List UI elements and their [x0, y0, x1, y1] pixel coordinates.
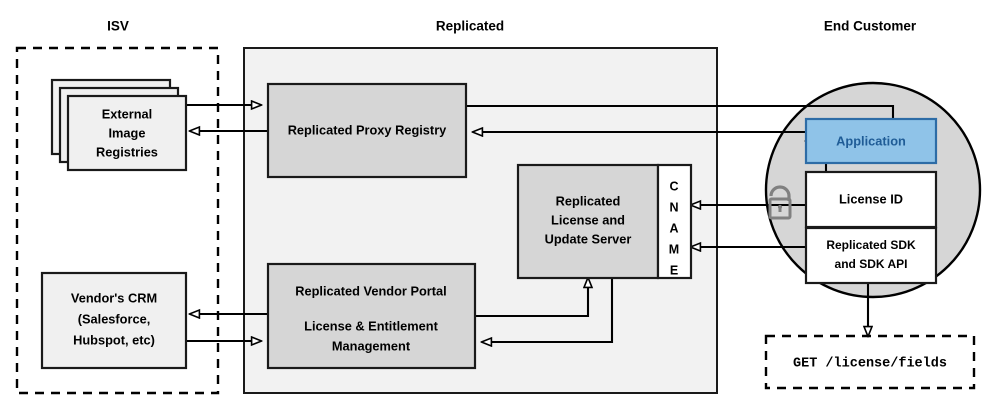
isv-zone-boundary	[15, 46, 220, 395]
svg-text:License & Entitlement: License & Entitlement	[304, 318, 438, 333]
svg-text:License and: License and	[551, 212, 625, 227]
cname-label: C N A M E	[656, 163, 693, 280]
replicated-sdk-and-sdk-api[interactable]: Replicated SDK and SDK API	[804, 226, 938, 285]
svg-text:Replicated Proxy Registry: Replicated Proxy Registry	[288, 122, 447, 137]
svg-text:Vendor's CRM: Vendor's CRM	[71, 290, 157, 305]
svg-text:Application: Application	[836, 133, 906, 148]
svg-text:External: External	[102, 106, 153, 121]
svg-text:Management: Management	[332, 338, 411, 353]
svg-text:C: C	[669, 179, 678, 193]
zone-title-replicated: Replicated	[436, 19, 504, 34]
svg-text:Replicated: Replicated	[556, 193, 621, 208]
license-fields-api-call: GET /license/fields	[764, 334, 976, 390]
svg-text:M: M	[669, 242, 679, 256]
svg-text:End Customer: End Customer	[824, 19, 917, 34]
replicated-proxy-registry[interactable]: Replicated Proxy Registry	[266, 82, 468, 179]
svg-text:Image: Image	[109, 125, 146, 140]
connector-portal-to-license-server	[475, 278, 588, 318]
svg-text:(Salesforce,: (Salesforce,	[78, 311, 151, 326]
svg-text:N: N	[669, 200, 678, 214]
unlock-icon	[768, 185, 792, 220]
svg-text:GET /license/fields: GET /license/fields	[793, 357, 947, 372]
license-id[interactable]: License ID	[804, 170, 938, 229]
svg-text:ISV: ISV	[107, 19, 129, 34]
svg-text:License ID: License ID	[839, 191, 903, 206]
svg-text:Replicated: Replicated	[436, 19, 504, 34]
external-image-registries[interactable]: External Image Registries	[66, 94, 188, 172]
svg-text:Registries: Registries	[96, 144, 158, 159]
zone-title-isv: ISV	[107, 19, 129, 34]
svg-text:Replicated Vendor Portal: Replicated Vendor Portal	[295, 283, 446, 298]
replicated-license-and-update-server[interactable]: Replicated License and Update Server	[516, 163, 660, 280]
vendor-crm[interactable]: Vendor's CRM (Salesforce, Hubspot, etc)	[40, 271, 188, 370]
svg-text:E: E	[670, 263, 678, 277]
replicated-vendor-portal[interactable]: Replicated Vendor Portal License & Entit…	[266, 262, 477, 370]
svg-text:Update Server: Update Server	[545, 231, 632, 246]
svg-text:and SDK API: and SDK API	[835, 257, 908, 271]
svg-text:Replicated SDK: Replicated SDK	[826, 238, 916, 252]
svg-text:Hubspot, etc): Hubspot, etc)	[73, 332, 155, 347]
connector-license-server-to-portal	[482, 278, 614, 342]
zone-title-end-customer: End Customer	[824, 19, 917, 34]
application[interactable]: Application	[804, 117, 938, 165]
svg-text:A: A	[669, 221, 678, 235]
